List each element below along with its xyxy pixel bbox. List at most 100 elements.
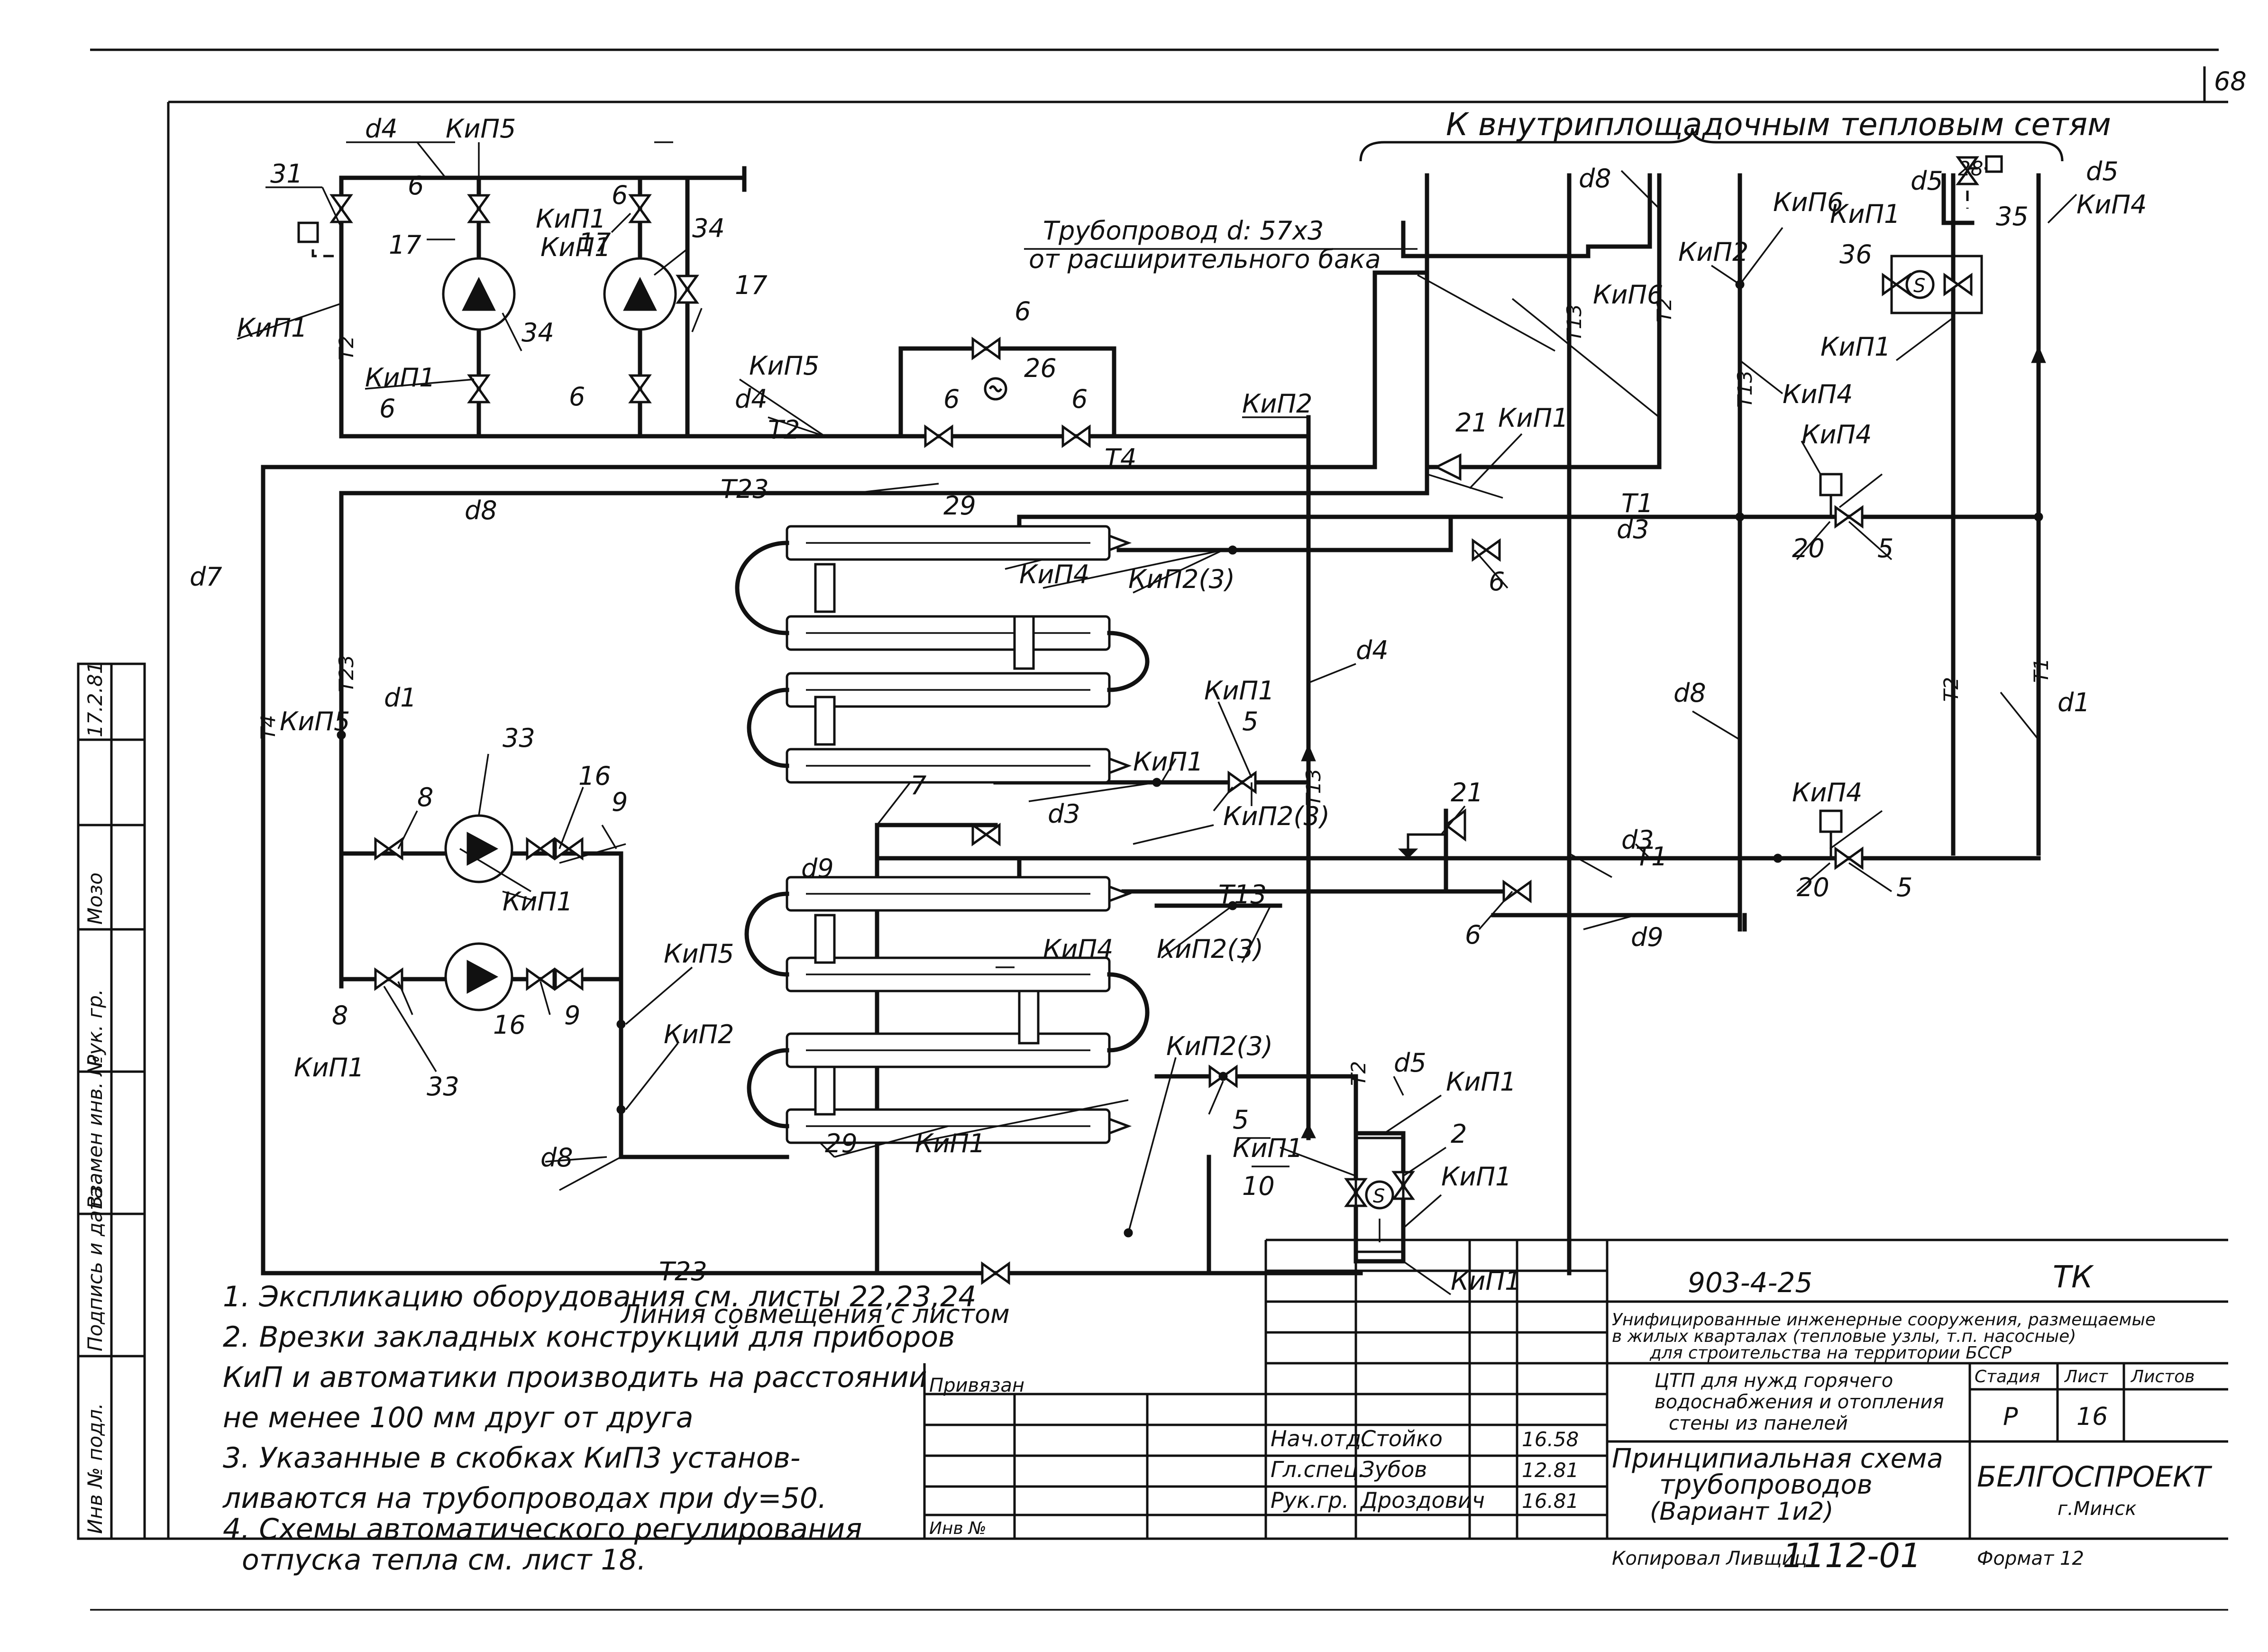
- label-6-i: 6: [1465, 920, 1481, 950]
- label-33-lower: 33: [427, 1072, 459, 1101]
- valve-horizontal: [1472, 538, 1501, 562]
- label-2: 2: [1451, 1119, 1467, 1149]
- label-d3-mid: d3: [1048, 799, 1080, 829]
- stamp-mozo: Мозо: [83, 872, 107, 925]
- label-9-lower: 9: [564, 1000, 580, 1030]
- tb-doc-code: 903-4-25: [1688, 1267, 1812, 1299]
- pump-33-lower: [444, 942, 513, 1011]
- label-d8-top: d8: [465, 496, 497, 525]
- tb-name-2: Зубов: [1361, 1457, 1427, 1482]
- safety-valves: [1398, 453, 1466, 859]
- label-d5-far: d5: [2086, 156, 2119, 186]
- label-8-top: 8: [417, 782, 433, 812]
- stamp-date: 17.2.81: [83, 661, 107, 737]
- valve-horizontal: [554, 967, 584, 991]
- label-6-g: 6: [1071, 384, 1088, 414]
- heat-exchanger-lower: [744, 876, 1150, 1144]
- label-kip1-e: КиП1: [1498, 403, 1568, 433]
- valves: [329, 156, 1979, 1285]
- label-d8-right: d8: [1579, 164, 1611, 193]
- label-10: 10: [1242, 1171, 1275, 1201]
- valve-horizontal: [374, 967, 403, 991]
- label-35: 35: [1996, 202, 2029, 231]
- pump-34-left: [442, 257, 516, 331]
- tb-stage: Р: [2003, 1403, 2018, 1431]
- label-kip1-bottom4: КиП1: [1441, 1162, 1511, 1192]
- label-T1-lower: T1: [1636, 842, 1667, 872]
- label-kip23-c: КиП2(3): [1157, 934, 1263, 964]
- label-16-top: 16: [578, 761, 611, 791]
- label-d3-right: d3: [1617, 514, 1649, 544]
- label-d4-right: d4: [1356, 635, 1389, 665]
- tb-attached: Привязан: [929, 1375, 1024, 1396]
- label-d7: d7: [190, 562, 222, 592]
- tb-section: ТК: [2053, 1260, 2094, 1295]
- label-kip1-pump: КиП1: [503, 887, 573, 917]
- stamp-replace-inv: Взамен инв. №: [83, 1055, 107, 1209]
- label-kip4-a: КиП4: [1783, 379, 1853, 409]
- label-d4-mid: d4: [735, 384, 768, 414]
- label-26: 26: [1024, 353, 1057, 383]
- label-kip2-right: КиП2: [1678, 237, 1748, 267]
- label-33-top: 33: [503, 723, 535, 753]
- label-kip4-he: КиП4: [1019, 560, 1089, 589]
- valve-horizontal: [971, 823, 1001, 846]
- pump-33-upper: [444, 814, 513, 883]
- tb-sheet-title-3: (Вариант 1и2): [1650, 1497, 1834, 1526]
- tb-date-1: 16.58: [1522, 1428, 1579, 1451]
- stamp-signature-date: Подпись и дата: [83, 1186, 107, 1351]
- tb-sheet-title-2: трубопроводов: [1659, 1469, 1873, 1500]
- label-6-a: 6: [408, 171, 424, 201]
- tb-role-1: Нач.отд.: [1271, 1426, 1368, 1451]
- label-8-lower: 8: [332, 1000, 348, 1030]
- label-kip1-lower: КиП1: [294, 1053, 364, 1083]
- note-4b: отпуска тепла см. лист 18.: [242, 1543, 646, 1577]
- tb-name-3: Дроздович: [1360, 1487, 1485, 1513]
- valve-horizontal: [971, 337, 1001, 360]
- label-kip1-bottom2: КиП1: [1233, 1133, 1303, 1163]
- label-kip1-bottom: КиП1: [915, 1129, 985, 1158]
- label-6-h: 6: [1489, 567, 1505, 597]
- label-kip5-left: КиП5: [280, 707, 350, 736]
- svg-text:S: S: [1373, 1185, 1385, 1207]
- label-29-top: 29: [943, 491, 976, 521]
- label-T13-he: T13: [1218, 880, 1267, 909]
- note-3b: ливаются на трубопроводах при dy=50.: [222, 1482, 827, 1515]
- label-d1-right: d1: [2058, 688, 2090, 717]
- label-6-c: 6: [379, 394, 395, 423]
- tb-role-2: Гл.спец.: [1271, 1457, 1365, 1482]
- tb-date-2: 12.81: [1522, 1459, 1579, 1482]
- valve-horizontal: [1834, 846, 1864, 870]
- valve-vertical: [628, 194, 652, 223]
- label-36: 36: [1839, 239, 1872, 269]
- label-T2-right: T2: [1653, 298, 1676, 322]
- flow-meters: S S: [984, 255, 1983, 1253]
- label-d1-left: d1: [384, 683, 417, 713]
- label-6-b: 6: [612, 180, 628, 210]
- tb-city: г.Минск: [2058, 1498, 2137, 1520]
- label-34-left: 34: [521, 318, 554, 348]
- tb-role-3: Рук.гр.: [1271, 1487, 1349, 1513]
- label-28: 28: [1958, 157, 1983, 180]
- tb-stamp-code: 1112-01: [1783, 1536, 1921, 1575]
- tb-inv: Инв №: [929, 1519, 987, 1538]
- label-kip23-he: КиП2(3): [1128, 564, 1235, 594]
- tb-sheet-header: Лист: [2064, 1367, 2108, 1386]
- label-kip1-b: КиП1: [540, 232, 611, 262]
- tb-copied: Копировал Ливщиц: [1612, 1548, 1807, 1569]
- expansion-tank-label-1: Трубопровод d: 57х3: [1043, 216, 1324, 246]
- valve-horizontal: [1208, 1065, 1238, 1088]
- label-16-lower: 16: [493, 1010, 526, 1040]
- label-6-f: 6: [943, 384, 960, 414]
- note-1: 1. Экспликацию оборудования см. листы 22…: [223, 1280, 976, 1313]
- tb-sheet-no: 16: [2076, 1403, 2108, 1431]
- label-d8-mid-right: d8: [1674, 678, 1706, 708]
- label-d5-bottom: d5: [1394, 1048, 1427, 1078]
- label-kip5-lower: КиП5: [664, 939, 734, 969]
- label-29-bottom: 29: [825, 1129, 858, 1158]
- label-6-e: 6: [1015, 296, 1031, 326]
- label-d5-right: d5: [1911, 166, 1943, 196]
- label-kip2-lower: КиП2: [664, 1019, 734, 1049]
- label-T23-bottom: T23: [659, 1257, 707, 1286]
